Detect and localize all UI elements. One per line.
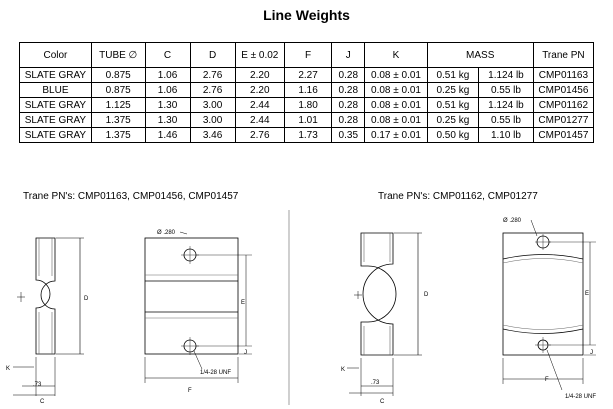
dim-label-j: J: [590, 350, 593, 356]
left-front-view: [144, 231, 252, 383]
page-title: Line Weights: [263, 7, 350, 23]
cell-e: 2.76: [234, 127, 285, 143]
hole-dia-label: Ø .280: [157, 230, 176, 236]
dim-label-73: .73: [33, 382, 42, 388]
right-part-numbers-caption: Trane PN's: CMP01162, CMP01277: [378, 191, 538, 202]
header-mass: MASS: [426, 42, 534, 68]
cell-color: SLATE GRAY: [19, 127, 92, 143]
dim-label-e: E: [241, 300, 245, 306]
dim-label-73: .73: [371, 380, 380, 386]
dim-label-c: C: [380, 399, 385, 405]
header-k: K: [364, 42, 428, 68]
cell-trane-pn: CMP01457: [532, 127, 595, 143]
thread-label: 1/4-28 UNF: [200, 370, 231, 376]
header-trane-pn: Trane PN: [532, 42, 595, 68]
table-row: SLATE GRAY 1.375 1.46 3.46 2.76 1.73 0.3…: [19, 127, 595, 143]
left-side-view: [13, 237, 84, 396]
header-tube: TUBE ∅: [90, 42, 146, 68]
header-f: F: [283, 42, 333, 68]
dim-label-f: F: [188, 388, 192, 394]
dim-label-d: D: [424, 292, 429, 298]
dim-label-k: K: [341, 367, 345, 373]
table-row: SLATE GRAY 0.875 1.06 2.76 2.20 2.27 0.2…: [19, 67, 595, 83]
table-row: SLATE GRAY 1.125 1.30 3.00 2.44 1.80 0.2…: [19, 97, 595, 113]
dim-label-d: D: [84, 296, 89, 302]
right-side-view: [347, 232, 422, 396]
cell-mass-kg: 0.50 kg: [426, 127, 480, 143]
cell-j: 0.35: [331, 127, 366, 143]
header-e: E ± 0.02: [234, 42, 285, 68]
cell-tube: 1.375: [90, 127, 146, 143]
header-color: Color: [19, 42, 92, 68]
dim-label-k: K: [6, 366, 10, 372]
table-header-row: Color TUBE ∅ C D E ± 0.02 F J K MASS Tra…: [19, 42, 595, 68]
dim-label-f: F: [545, 377, 549, 383]
cell-mass-lb: 1.10 lb: [478, 127, 534, 143]
table-row: SLATE GRAY 1.375 1.30 3.00 2.44 1.01 0.2…: [19, 112, 595, 128]
dim-label-c: C: [40, 399, 45, 405]
hole-dia-label: Ø .280: [503, 218, 522, 224]
header-c: C: [144, 42, 191, 68]
dim-label-j: J: [244, 350, 247, 356]
right-front-view: [502, 219, 596, 391]
dim-label-e: E: [585, 291, 589, 297]
line-weights-table: Color TUBE ∅ C D E ± 0.02 F J K MASS Tra…: [19, 42, 595, 143]
thread-label: 1/4-28 UNF: [565, 394, 596, 400]
left-part-numbers-caption: Trane PN's: CMP01163, CMP01456, CMP01457: [23, 191, 239, 202]
